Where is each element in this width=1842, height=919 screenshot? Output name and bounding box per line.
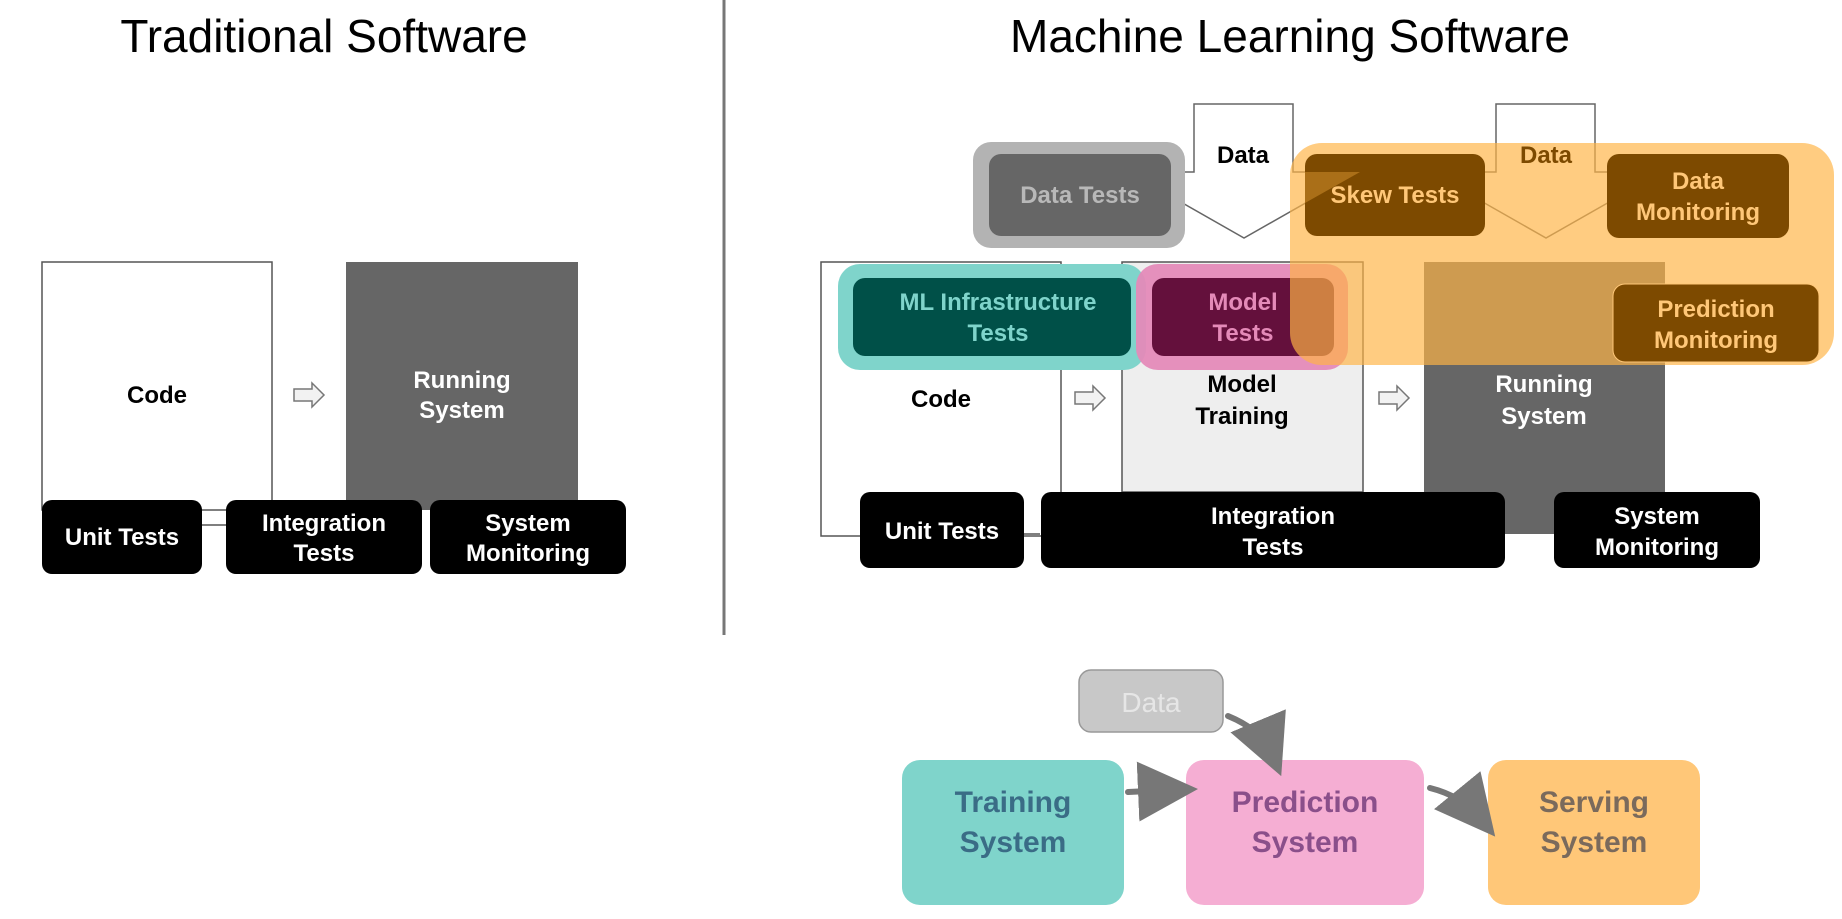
arrow-right-icon: [293, 382, 325, 408]
unit-tests-label: Unit Tests: [65, 524, 179, 551]
prediction-to-serving-arrow-icon: [1427, 771, 1496, 837]
legend-data-box-main: [1078, 669, 1224, 733]
integration-tests-label-1: Integration: [262, 510, 386, 537]
unit-tests-box: [42, 500, 202, 574]
ml-software-title: Machine Learning Software: [1010, 10, 1570, 62]
prediction-monitoring-box: [1612, 283, 1820, 363]
data-monitoring-box: [1607, 154, 1789, 238]
model-training-label-2: Training: [1195, 403, 1288, 430]
ml-infra-tests-label-2: Tests: [968, 320, 1029, 347]
skew-tests-box: [1305, 154, 1485, 236]
system-monitoring-box: [430, 500, 626, 574]
arrow-overlap: [1305, 172, 1360, 203]
legend-data-text: Data: [1121, 687, 1181, 718]
serving-system-box: [1488, 760, 1700, 905]
model-training-label-1: Model: [1207, 371, 1276, 398]
ml-running-system-label-1: Running: [1495, 371, 1592, 398]
integration-tests-box: [226, 500, 422, 574]
training-system-label-1: Training: [955, 786, 1072, 819]
ml-infra-tests-label-1: ML Infrastructure: [900, 289, 1097, 316]
ml-unit-tests-label: Unit Tests: [885, 518, 999, 545]
arrow-right-icon: [1074, 385, 1106, 411]
running-system-label-1: Running: [413, 367, 510, 394]
training-system-label-2: System: [960, 826, 1067, 859]
skew-tests-label: Skew Tests: [1331, 182, 1460, 209]
system-monitoring-label-1: System: [485, 510, 570, 537]
ml-system-monitoring-label-1: System: [1614, 503, 1699, 530]
ml-system-monitoring-label-2: Monitoring: [1595, 534, 1719, 561]
ml-integration-tests-label-2: Tests: [1243, 534, 1304, 561]
running-system-label-2: System: [419, 397, 504, 424]
model-tests-label-2: Tests: [1213, 320, 1274, 347]
data-arrow-2-label: Data: [1520, 142, 1573, 169]
ml-integration-tests-box: [1041, 492, 1505, 568]
running-system-box: [346, 262, 578, 510]
data-monitoring-label-2: Monitoring: [1636, 199, 1760, 226]
data-monitoring-label-1: Data: [1672, 168, 1725, 195]
prediction-monitoring-label-2: Monitoring: [1654, 327, 1778, 354]
training-system-box: [902, 760, 1124, 905]
ml-unit-tests-box: [860, 492, 1024, 568]
ml-integration-tests-label-1: Integration: [1211, 503, 1335, 530]
training-to-prediction-arrow-icon: [1125, 761, 1198, 822]
serving-system-label-2: System: [1541, 826, 1648, 859]
model-tests-box: [1152, 278, 1334, 356]
serving-system-label-1: Serving: [1539, 786, 1649, 819]
prediction-monitoring-label-1: Prediction: [1657, 296, 1774, 323]
data-arrow-1-label: Data: [1217, 142, 1270, 169]
ml-code-label: Code: [911, 386, 971, 413]
ml-infra-tests-box: [853, 278, 1131, 356]
prediction-system-box: [1186, 760, 1424, 905]
prediction-system-label-1: Prediction: [1232, 786, 1379, 819]
ml-running-system-label-2: System: [1501, 403, 1586, 430]
integration-tests-label-2: Tests: [294, 540, 355, 567]
traditional-software-title: Traditional Software: [120, 10, 527, 62]
data-to-prediction-arrow-icon: [1225, 709, 1286, 777]
ml-system-monitoring-box: [1554, 492, 1760, 568]
data-tests-label: Data Tests: [1020, 182, 1140, 209]
prediction-system-label-2: System: [1252, 826, 1359, 859]
code-label: Code: [127, 382, 187, 409]
arrow-right-icon: [1378, 385, 1410, 411]
data-tests-box: [989, 154, 1171, 236]
system-monitoring-label-2: Monitoring: [466, 540, 590, 567]
model-tests-label-1: Model: [1208, 289, 1277, 316]
